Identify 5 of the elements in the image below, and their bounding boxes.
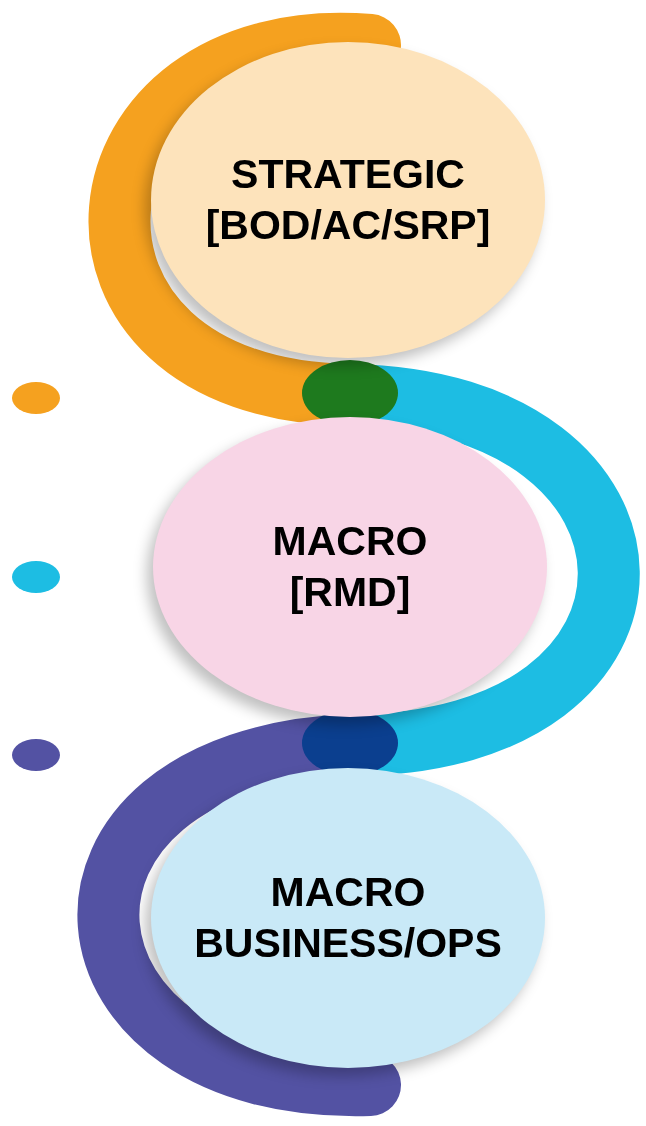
level-label: MACRO bbox=[272, 516, 428, 566]
level-label: STRATEGIC bbox=[231, 149, 465, 199]
level-label: [RMD] bbox=[289, 568, 411, 617]
level-label: MACRO BUSINESS/OPS bbox=[193, 867, 503, 968]
level-label: [BOD/AC/SRP] bbox=[205, 201, 491, 250]
